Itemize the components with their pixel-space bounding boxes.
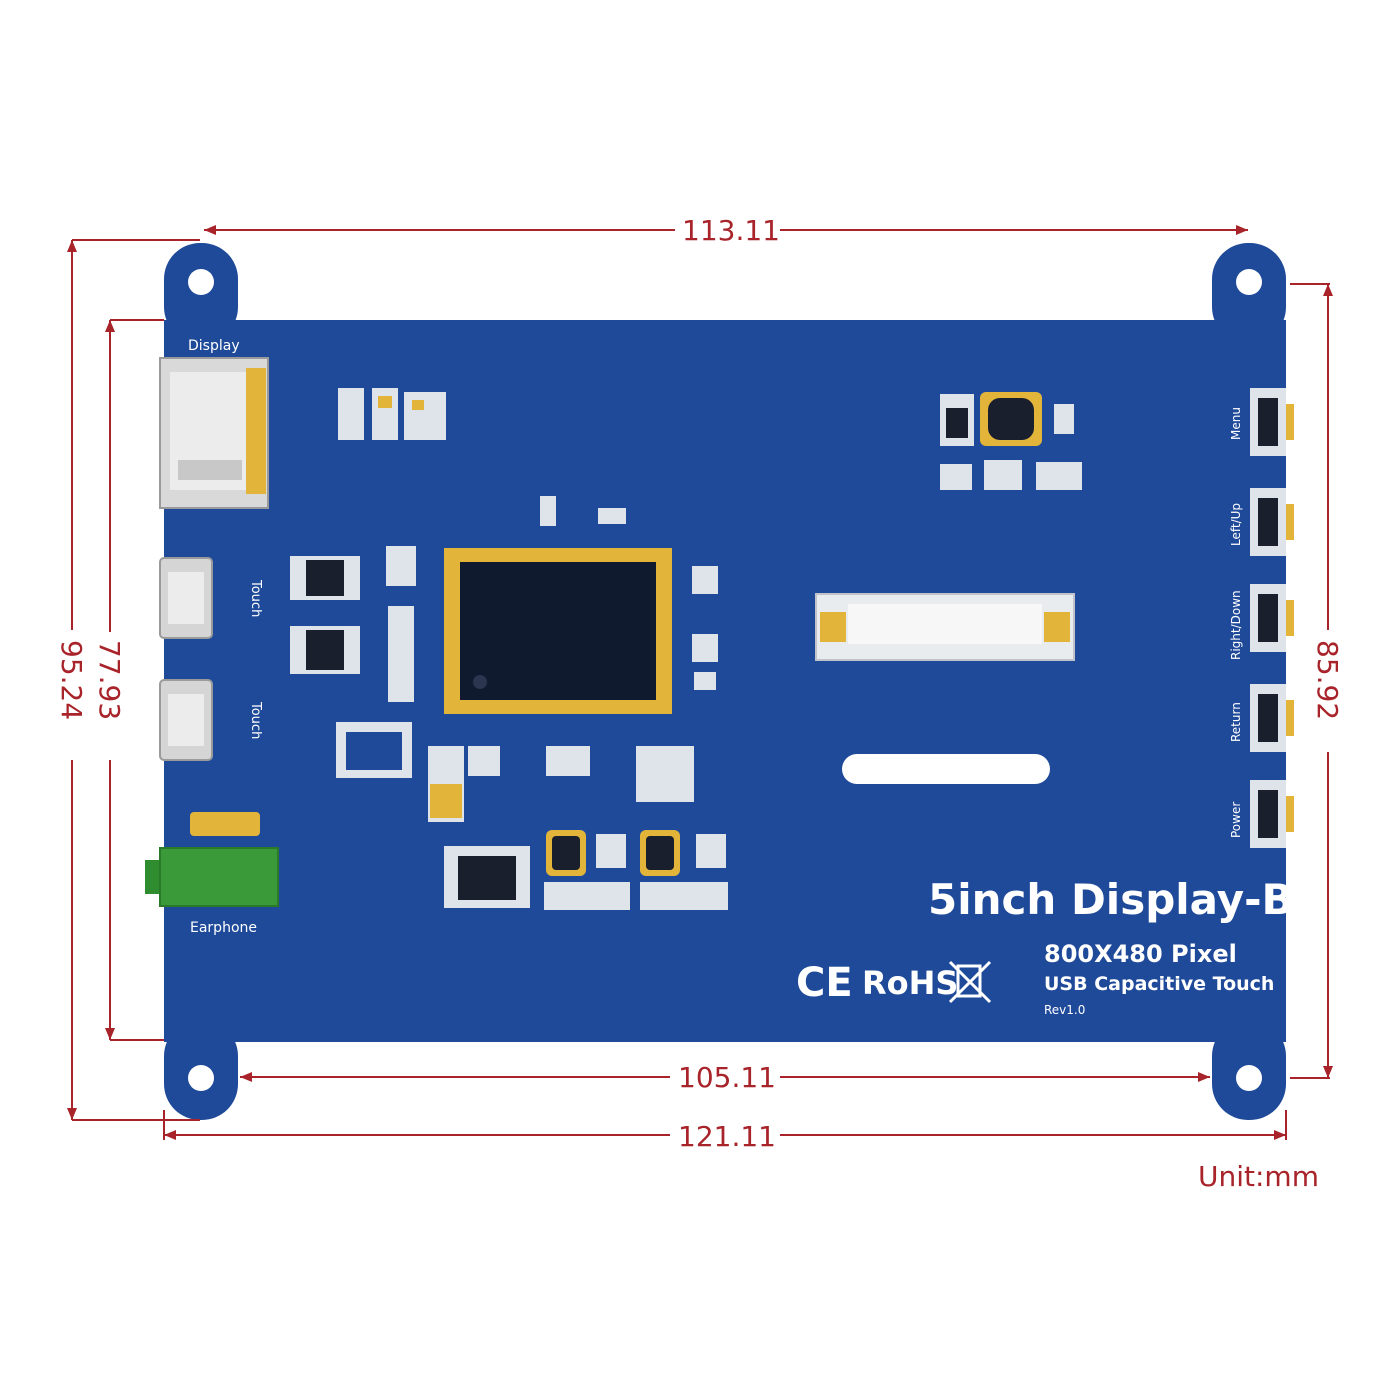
menu-button-label: Menu: [1229, 407, 1243, 440]
left-up-button-label: Left/Up: [1229, 503, 1243, 546]
ce-mark: CE: [796, 960, 853, 1006]
dimension-lines: [71, 229, 1330, 1140]
dimension-right-height: 85.92: [1311, 640, 1344, 720]
touch-port-label-2: Touch: [248, 701, 263, 739]
unit-label: Unit:mm: [1198, 1160, 1319, 1193]
mounting-hole-bottom-right: [1236, 1065, 1262, 1091]
board-resolution: 800X480 Pixel: [1044, 940, 1237, 968]
return-button-label: Return: [1229, 702, 1243, 742]
board-revision: Rev1.0: [1044, 1003, 1085, 1017]
mounting-holes: [188, 269, 1262, 1091]
dimension-inner-height: 77.93: [93, 640, 126, 720]
right-down-button-label: Right/Down: [1229, 590, 1243, 660]
power-regulator-components: [940, 392, 1082, 490]
micro-usb-connector-1: [159, 557, 213, 639]
display-port-label: Display: [188, 338, 240, 354]
dimension-arrowheads: [67, 225, 1333, 1140]
power-section-components: [444, 830, 728, 910]
power-button-label: Power: [1229, 802, 1243, 838]
smd-components-middle: [290, 496, 718, 822]
dimension-inner-width: 105.11: [678, 1061, 776, 1094]
hdmi-connector: [159, 357, 269, 509]
dimension-overall-height: 95.24: [55, 640, 88, 720]
micro-usb-connector-2: [159, 679, 213, 761]
earphone-jack: [145, 812, 279, 907]
mounting-hole-top-left: [188, 269, 214, 295]
fpc-ribbon-connector: [815, 593, 1075, 661]
pcb-board: [164, 243, 1286, 1120]
main-controller-chip: [444, 548, 672, 714]
mounting-hole-top-right: [1236, 269, 1262, 295]
rohs-mark: RoHS: [862, 964, 958, 1002]
weee-bin-icon: [948, 960, 992, 1004]
board-title: 5inch Display-B: [928, 875, 1294, 924]
dimension-top-width: 113.11: [682, 214, 780, 247]
earphone-port-label: Earphone: [190, 920, 257, 936]
side-buttons: [1250, 388, 1294, 848]
mounting-hole-bottom-left: [188, 1065, 214, 1091]
dimension-overall-width: 121.11: [678, 1120, 776, 1153]
touch-port-label-1: Touch: [248, 579, 263, 617]
board-slot: [842, 754, 1050, 784]
smd-component-cluster-top-left: [338, 388, 446, 440]
board-touch-type: USB Capacitive Touch: [1044, 973, 1274, 995]
